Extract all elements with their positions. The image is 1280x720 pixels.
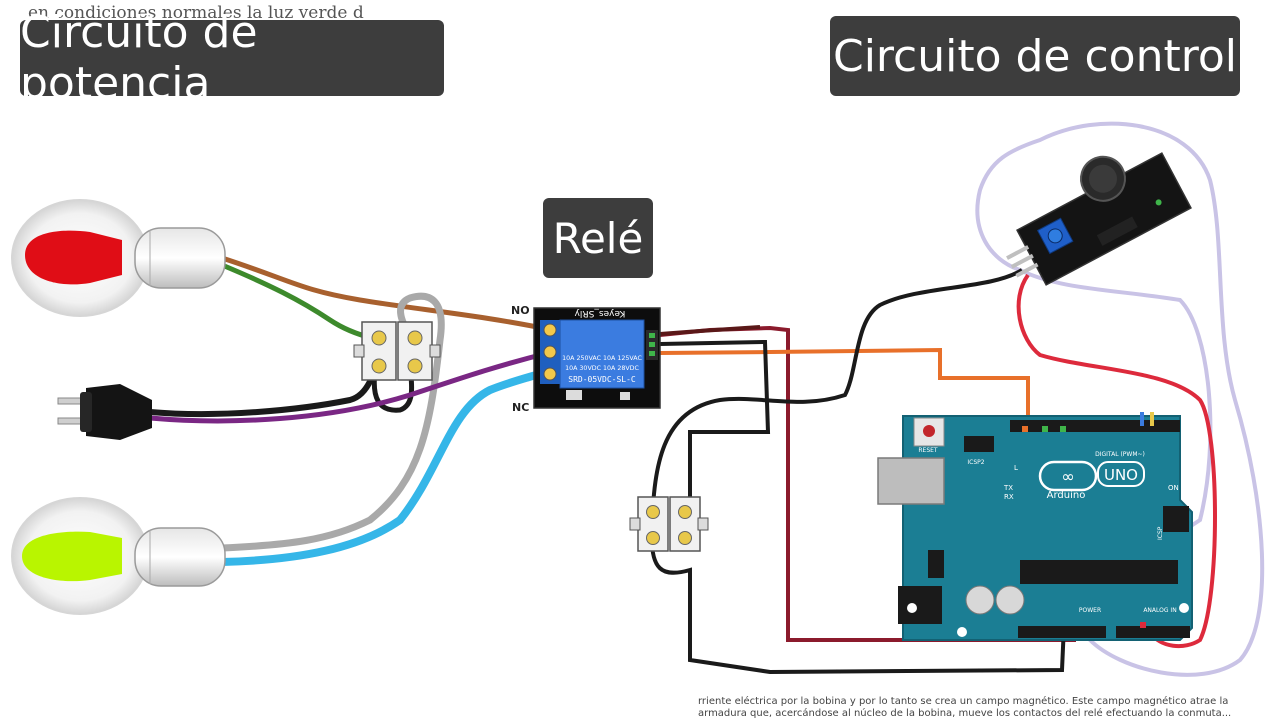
svg-text:ON: ON	[1168, 484, 1179, 492]
relay-nc-label: NC	[512, 401, 530, 414]
svg-text:TX: TX	[1003, 484, 1013, 492]
green-light-bulb	[11, 497, 226, 615]
terminal-block-power	[353, 321, 441, 381]
relay-brand-text: Keyes_SRly	[574, 308, 626, 318]
wire-gray-bulb-green	[221, 292, 445, 552]
power-circuit-label: Circuito de potencia	[20, 7, 444, 109]
wire-green-bulb-red	[221, 262, 373, 341]
wire-black-plug	[149, 364, 379, 418]
svg-text:DIGITAL (PWM~): DIGITAL (PWM~)	[1095, 451, 1145, 458]
terminal-block-control	[629, 496, 709, 552]
svg-text:RX: RX	[1004, 493, 1014, 501]
background-document-text-top: en condiciones normales la luz verde d	[28, 4, 364, 22]
svg-text:ICSP2: ICSP2	[967, 459, 984, 466]
arduino-model-text: UNO	[1104, 466, 1138, 484]
svg-text:L: L	[1014, 464, 1018, 472]
relay-label: Relé	[543, 198, 653, 278]
wire-red-sensor-to-analog	[1016, 273, 1217, 649]
wire-brown-bulb-red-to-relay-no	[221, 255, 553, 333]
svg-text:POWER: POWER	[1079, 607, 1101, 614]
wire-black-loop	[371, 364, 415, 413]
red-light-bulb	[11, 199, 226, 317]
sound-sensor-module	[1006, 152, 1192, 286]
relay-module: Keyes_SRly 10A 250VAC 10A 125VAC 10A 30V…	[533, 307, 661, 409]
relay-rating-1: 10A 250VAC 10A 125VAC	[562, 355, 642, 362]
arduino-uno-board: ∞ Arduino UNO RESET ICSP2 DIGITAL (PWM~)…	[877, 412, 1193, 641]
wire-purple-plug-to-relay-com	[149, 349, 553, 424]
wire-black-sensor-gnd	[650, 268, 1024, 521]
svg-text:RESET: RESET	[918, 447, 938, 454]
arduino-logo-text: Arduino	[1047, 490, 1086, 501]
svg-text:ICSP: ICSP	[1157, 526, 1164, 540]
relay-no-label: NO	[511, 304, 530, 317]
svg-text:∞: ∞	[1061, 467, 1074, 486]
control-circuit-label: Circuito de control	[830, 16, 1240, 96]
background-document-text-bottom: rriente eléctrica por la bobina y por lo…	[698, 696, 1232, 719]
wire-cyan-bulb-green-to-relay-nc	[221, 366, 554, 566]
wire-darkbrown-relay	[659, 325, 761, 336]
svg-text:ANALOG IN: ANALOG IN	[1143, 607, 1176, 614]
relay-model-text: SRD-05VDC-SL-C	[568, 375, 636, 384]
wire-orange-relay-to-pin13	[659, 347, 1030, 425]
wire-black-relay-gnd	[659, 339, 771, 520]
relay-rating-2: 10A 30VDC 10A 28VDC	[565, 365, 639, 372]
power-plug	[57, 384, 152, 440]
